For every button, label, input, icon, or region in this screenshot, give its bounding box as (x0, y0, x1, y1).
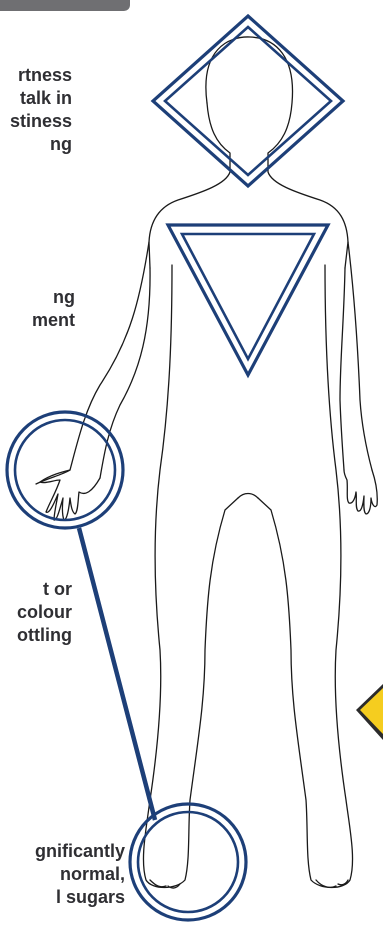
chest-triangle-icon (168, 225, 328, 375)
hand-circle-icon (7, 412, 123, 528)
body-right-torso-leg (258, 265, 353, 888)
warning-icon (356, 684, 383, 740)
body-left-torso-leg (143, 265, 238, 888)
body-neck-left (149, 103, 230, 268)
connector-line (79, 528, 155, 820)
head-diamond-icon (153, 16, 343, 186)
body-right-hand (344, 470, 377, 514)
body-right-arm (340, 242, 372, 470)
body-left-arm (36, 242, 150, 484)
body-crotch (238, 494, 258, 499)
